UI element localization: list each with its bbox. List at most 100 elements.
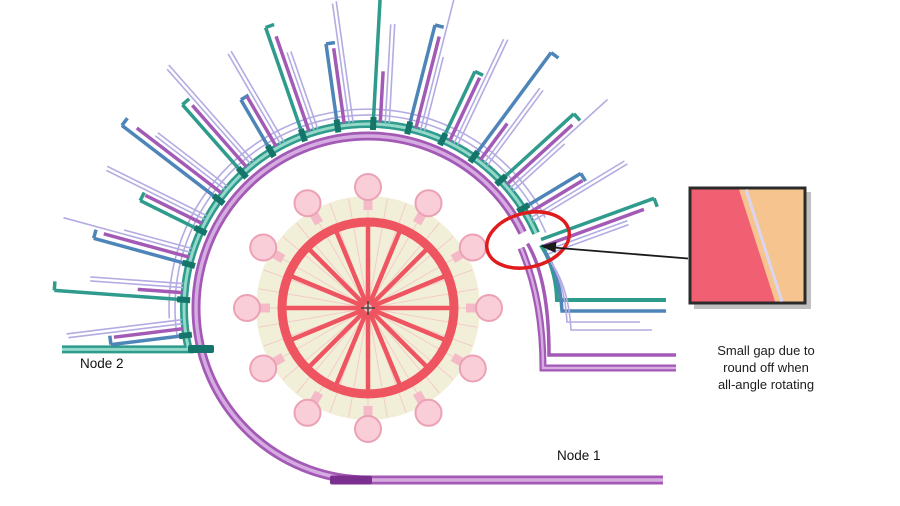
ring-pad	[235, 165, 249, 180]
ring-pad	[437, 132, 449, 147]
inset-gap-line	[744, 189, 784, 302]
rotor-fan-line	[367, 307, 465, 364]
rotor-fan-line	[367, 307, 388, 418]
radial-trace-tip-hook	[181, 97, 191, 107]
rotor-fan-line	[348, 198, 369, 309]
junction-mark	[330, 475, 372, 485]
rotor-port-circle	[414, 398, 443, 427]
radial-trace-main	[501, 112, 576, 181]
exit-trace	[548, 258, 640, 323]
gap-annotation	[484, 210, 689, 270]
inset-pink-region	[691, 189, 775, 302]
radial-trace-tip-hook	[108, 335, 113, 345]
radial-trace-lavender	[68, 322, 183, 339]
ring-pad	[404, 120, 414, 136]
radial-trace-lavender	[509, 98, 609, 189]
rotor-wheel-spoke	[367, 231, 402, 306]
radial-trace-lavender	[154, 135, 226, 190]
gap-ellipse	[484, 210, 572, 270]
node2-label: Node 2	[80, 356, 124, 371]
rotor-fan-line	[367, 211, 424, 309]
radial-trace-purple	[113, 326, 184, 339]
gap-note-line: all-angle rotating	[717, 377, 815, 393]
radial-trace-lavender	[388, 23, 396, 123]
callout-arrow-line	[552, 246, 689, 260]
rotor-fan-line	[271, 307, 369, 364]
radial-trace-main	[407, 24, 437, 127]
radial-trace-tip-hook	[92, 229, 98, 239]
ring-pad	[516, 202, 531, 215]
radial-trace-lavender	[530, 160, 625, 219]
gap-note-line: Small gap due to	[717, 343, 815, 358]
radial-trace-main	[324, 43, 340, 125]
radial-trace-main	[540, 196, 655, 242]
radial-trace-lavender	[546, 223, 629, 256]
radial-trace-lavender	[290, 51, 319, 129]
exit-trace	[525, 242, 676, 357]
radial-trace-lavender	[90, 280, 184, 289]
radial-trace-tip-hook	[474, 69, 484, 77]
rotor-wheel-rim	[277, 217, 459, 399]
radial-trace-tip-hook	[434, 23, 445, 29]
right-exit-traces	[517, 242, 676, 372]
rotor-port-circle	[293, 398, 322, 427]
junction-mark	[188, 345, 214, 353]
rotor-wheel-spoke	[370, 307, 445, 342]
radial-trace-lavender	[230, 50, 285, 143]
radial-trace-lavender	[166, 68, 252, 165]
node1-label: Node 1	[557, 448, 601, 463]
radial-traces	[52, 0, 659, 347]
radial-trace-main	[181, 103, 243, 173]
radial-trace-tip-hook	[52, 281, 57, 291]
radial-trace-main	[263, 26, 305, 135]
rotor-wheel-spoke	[370, 274, 445, 309]
radial-trace-lavender	[483, 87, 541, 164]
radial-trace-main	[371, 0, 382, 123]
radial-trace-lavender	[423, 56, 445, 131]
radial-trace-tip-hook	[550, 51, 560, 60]
radial-trace-main	[139, 199, 200, 232]
radial-trace-lavender	[227, 53, 282, 145]
rotor-wheel-spoke	[367, 310, 402, 385]
rotor-fan-line	[367, 307, 478, 328]
rotor-fan-line	[367, 288, 478, 309]
radial-trace-lavender	[544, 220, 628, 252]
rotor-wheel-spoke	[369, 309, 428, 368]
radial-trace-lavender	[66, 318, 183, 335]
radial-trace-purple	[190, 104, 248, 169]
ring-pad	[181, 259, 196, 269]
radial-trace-main	[473, 51, 553, 157]
radial-trace-lavender	[419, 0, 455, 130]
radial-trace-lavender	[486, 89, 544, 166]
radial-trace-tip-hook	[120, 117, 129, 127]
radial-trace-lavender	[453, 38, 505, 144]
spiral-track-core	[194, 134, 663, 482]
rotor-port-circle	[233, 294, 261, 322]
rotor-port-circle	[414, 189, 443, 218]
radial-trace-lavender	[106, 169, 205, 220]
rotor-fan-line	[271, 252, 369, 309]
radial-trace-lavender	[106, 165, 207, 217]
exit-trace	[539, 243, 666, 302]
radial-trace-tip-hook	[325, 40, 336, 46]
rotor-fan-line	[312, 307, 369, 405]
radial-trace-main	[523, 171, 582, 209]
rotor-port-circle	[354, 415, 382, 443]
rotor-port-circle	[249, 233, 278, 262]
ring-pad	[211, 193, 226, 206]
center-rotor	[233, 173, 503, 443]
rotor-wheel-spoke	[291, 307, 366, 342]
rotor-fan-line	[367, 252, 465, 309]
radial-trace-purple	[542, 207, 645, 248]
ring-pad	[178, 331, 193, 340]
ring-pad	[264, 143, 277, 159]
exit-trace	[543, 251, 666, 313]
radial-trace-purple	[144, 193, 204, 226]
gap-note-line: round off when	[723, 360, 809, 376]
exit-trace	[517, 246, 676, 372]
radial-trace-lavender	[512, 143, 566, 192]
radial-trace-lavender	[335, 1, 354, 123]
radial-trace-main	[239, 98, 272, 151]
rotor-fan-line	[367, 198, 388, 309]
